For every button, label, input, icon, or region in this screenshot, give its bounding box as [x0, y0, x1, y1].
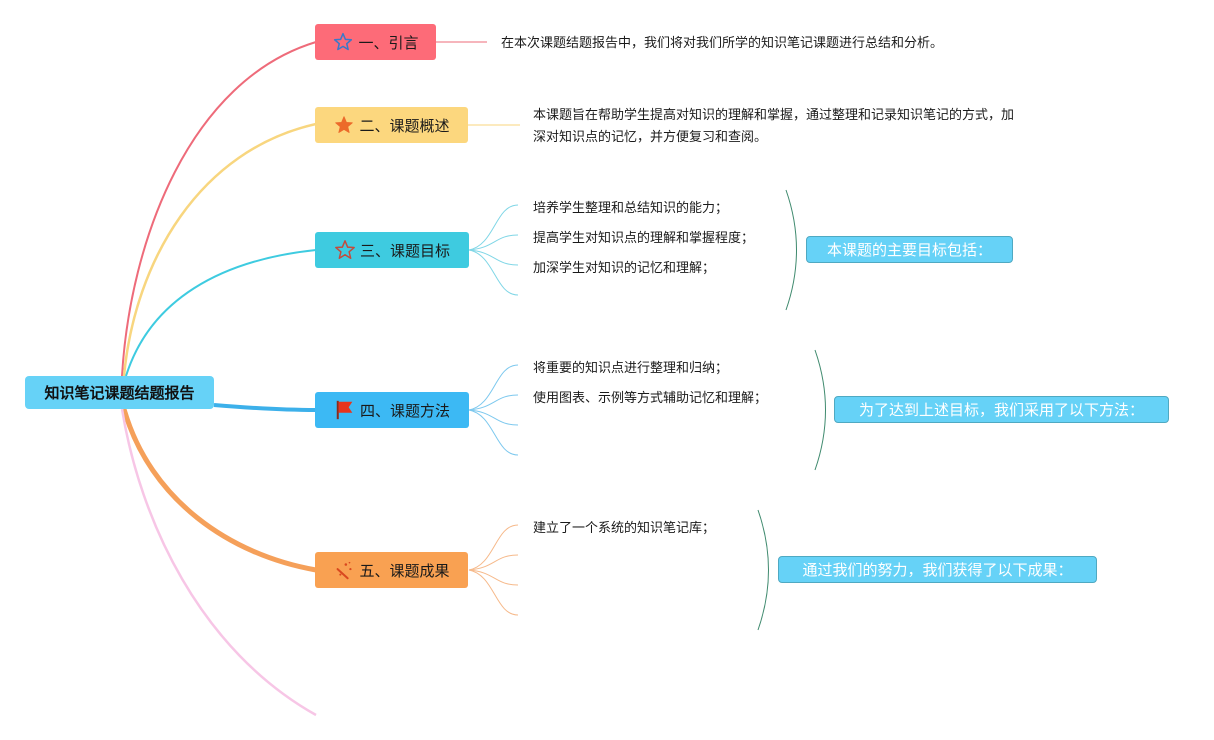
- connector-root-dangling: [120, 408, 317, 717]
- flag-icon: [334, 399, 356, 421]
- topic-results-leaf[interactable]: 建立了一个系统的知识笔记库；: [533, 521, 716, 536]
- topic-label: 四、课题方法: [359, 401, 450, 420]
- topic-overview[interactable]: 二、课题概述: [315, 107, 468, 143]
- topic-label: 一、引言: [358, 33, 419, 52]
- topic-goals-summary[interactable]: 本课题的主要目标包括：: [806, 236, 1013, 263]
- topic-goals-leaf[interactable]: 提高学生对知识点的理解和掌握程度；: [533, 231, 755, 246]
- topic-goals[interactable]: 三、课题目标: [315, 232, 469, 268]
- topic-methods-leaf[interactable]: 使用图表、示例等方式辅助记忆和理解；: [533, 391, 768, 406]
- connector-root-topic-3: [125, 249, 317, 377]
- topic-introduction[interactable]: 一、引言: [315, 24, 436, 60]
- topic-label: 五、课题成果: [359, 561, 450, 580]
- topic-4-leaf-connectors: [468, 364, 519, 456]
- topic-results[interactable]: 五、课题成果: [315, 552, 468, 588]
- topic-5-leaf-connectors: [468, 524, 519, 616]
- star-outline-red-icon: [334, 239, 356, 261]
- connector-root-topic-4: [213, 403, 317, 412]
- topic-methods-summary[interactable]: 为了达到上述目标，我们采用了以下方法：: [834, 396, 1169, 423]
- topic-goals-leaf[interactable]: 培养学生整理和总结知识的能力；: [533, 201, 729, 216]
- topic-label: 三、课题目标: [359, 241, 450, 260]
- connector-root-topic-2: [122, 122, 317, 377]
- topic-goals-leaf[interactable]: 加深学生对知识的记忆和理解；: [533, 261, 716, 276]
- star-outline-icon: [332, 31, 354, 53]
- connector-root-topic-5: [121, 408, 317, 573]
- topic-introduction-note: 在本次课题结题报告中，我们将对我们所学的知识笔记课题进行总结和分析。: [501, 36, 944, 51]
- topic-results-summary[interactable]: 通过我们的努力，我们获得了以下成果：: [778, 556, 1097, 583]
- connector-root-topic-1: [121, 41, 317, 377]
- topic-3-leaf-connectors: [468, 204, 519, 296]
- star-filled-icon: [333, 114, 355, 136]
- topic-methods[interactable]: 四、课题方法: [315, 392, 469, 428]
- topic-methods-leaf[interactable]: 将重要的知识点进行整理和归纳；: [533, 361, 729, 376]
- topic-3-bracket: [785, 189, 797, 311]
- magic-wand-icon: [333, 559, 355, 581]
- topic-label: 二、课题概述: [359, 116, 450, 135]
- topic-overview-note: 本课题旨在帮助学生提高对知识的理解和掌握，通过整理和记录知识笔记的方式，加深对知…: [533, 108, 1015, 145]
- topic-5-bracket: [757, 509, 769, 631]
- root-topic[interactable]: 知识笔记课题结题报告: [25, 376, 214, 409]
- topic-4-bracket: [814, 349, 826, 471]
